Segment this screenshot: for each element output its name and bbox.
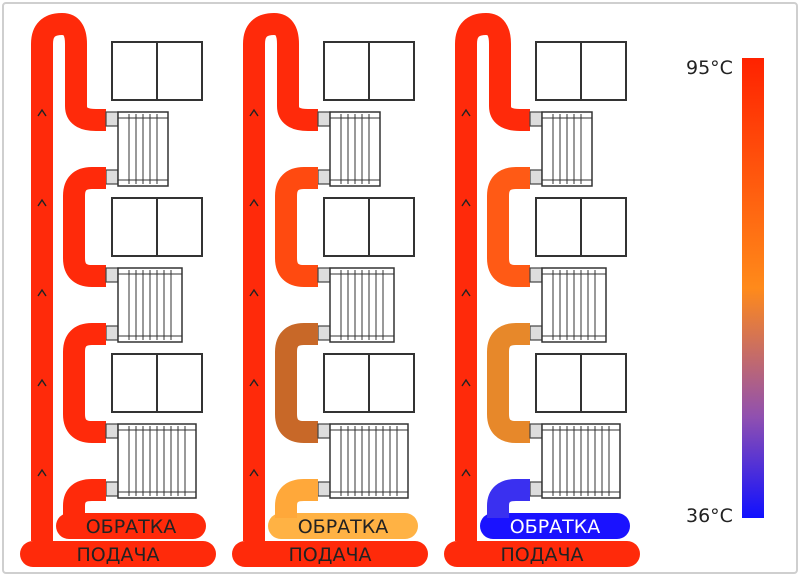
window-2 xyxy=(535,197,627,257)
temperature-scale-bar xyxy=(742,58,764,518)
up-arrow-icon xyxy=(37,108,47,117)
supply-riser xyxy=(31,13,107,541)
supply-pipe xyxy=(444,541,640,567)
scale-min-label: 36°C xyxy=(686,505,733,527)
window-2 xyxy=(111,197,203,257)
up-arrow-icon xyxy=(249,468,259,477)
window-2 xyxy=(323,197,415,257)
riser-panel-2: ПОДАЧА ОБРАТКА xyxy=(232,13,428,567)
return-connection-pipe xyxy=(487,479,530,518)
supply-pipe-label: ПОДАЧА xyxy=(288,544,371,566)
radiator-3 xyxy=(529,423,621,499)
return-pipe-label: ОБРАТКА xyxy=(510,516,601,538)
up-arrow-icon xyxy=(461,378,471,387)
up-arrow-icon xyxy=(461,288,471,297)
window-1 xyxy=(111,41,203,101)
riser-panel-1: ПОДАЧА ОБРАТКА xyxy=(20,13,216,567)
connecting-pipe xyxy=(487,323,530,443)
window-3 xyxy=(323,353,415,413)
up-arrow-icon xyxy=(37,468,47,477)
supply-pipe-label: ПОДАЧА xyxy=(500,544,583,566)
connecting-pipe xyxy=(275,167,318,287)
up-arrow-icon xyxy=(461,198,471,207)
radiator-2 xyxy=(105,267,183,343)
window-1 xyxy=(323,41,415,101)
supply-pipe-label: ПОДАЧА xyxy=(76,544,159,566)
radiator-2 xyxy=(529,267,607,343)
radiator-1 xyxy=(317,111,381,187)
supply-pipe xyxy=(20,541,216,567)
radiator-3 xyxy=(105,423,197,499)
connecting-pipe xyxy=(487,167,530,287)
riser-panel-3: ПОДАЧА ОБРАТКА xyxy=(444,13,640,567)
radiator-1 xyxy=(105,111,169,187)
up-arrow-icon xyxy=(249,198,259,207)
supply-pipe xyxy=(232,541,428,567)
window-1 xyxy=(535,41,627,101)
connecting-pipe xyxy=(275,323,318,443)
return-pipe-label: ОБРАТКА xyxy=(86,516,177,538)
up-arrow-icon xyxy=(249,378,259,387)
return-pipe xyxy=(56,513,206,539)
up-arrow-icon xyxy=(37,288,47,297)
return-pipe-label: ОБРАТКА xyxy=(298,516,389,538)
return-connection-pipe xyxy=(63,479,106,518)
up-arrow-icon xyxy=(249,288,259,297)
return-pipe xyxy=(480,513,630,539)
scale-max-label: 95°C xyxy=(686,57,733,79)
up-arrow-icon xyxy=(249,108,259,117)
return-connection-pipe xyxy=(275,479,318,518)
window-3 xyxy=(535,353,627,413)
supply-riser xyxy=(455,13,531,541)
up-arrow-icon xyxy=(461,108,471,117)
radiator-2 xyxy=(317,267,395,343)
supply-riser xyxy=(243,13,319,541)
return-pipe xyxy=(268,513,418,539)
window-3 xyxy=(111,353,203,413)
radiator-1 xyxy=(529,111,593,187)
up-arrow-icon xyxy=(37,198,47,207)
up-arrow-icon xyxy=(37,378,47,387)
connecting-pipe xyxy=(63,167,106,287)
connecting-pipe xyxy=(63,323,106,443)
up-arrow-icon xyxy=(461,468,471,477)
radiator-3 xyxy=(317,423,409,499)
